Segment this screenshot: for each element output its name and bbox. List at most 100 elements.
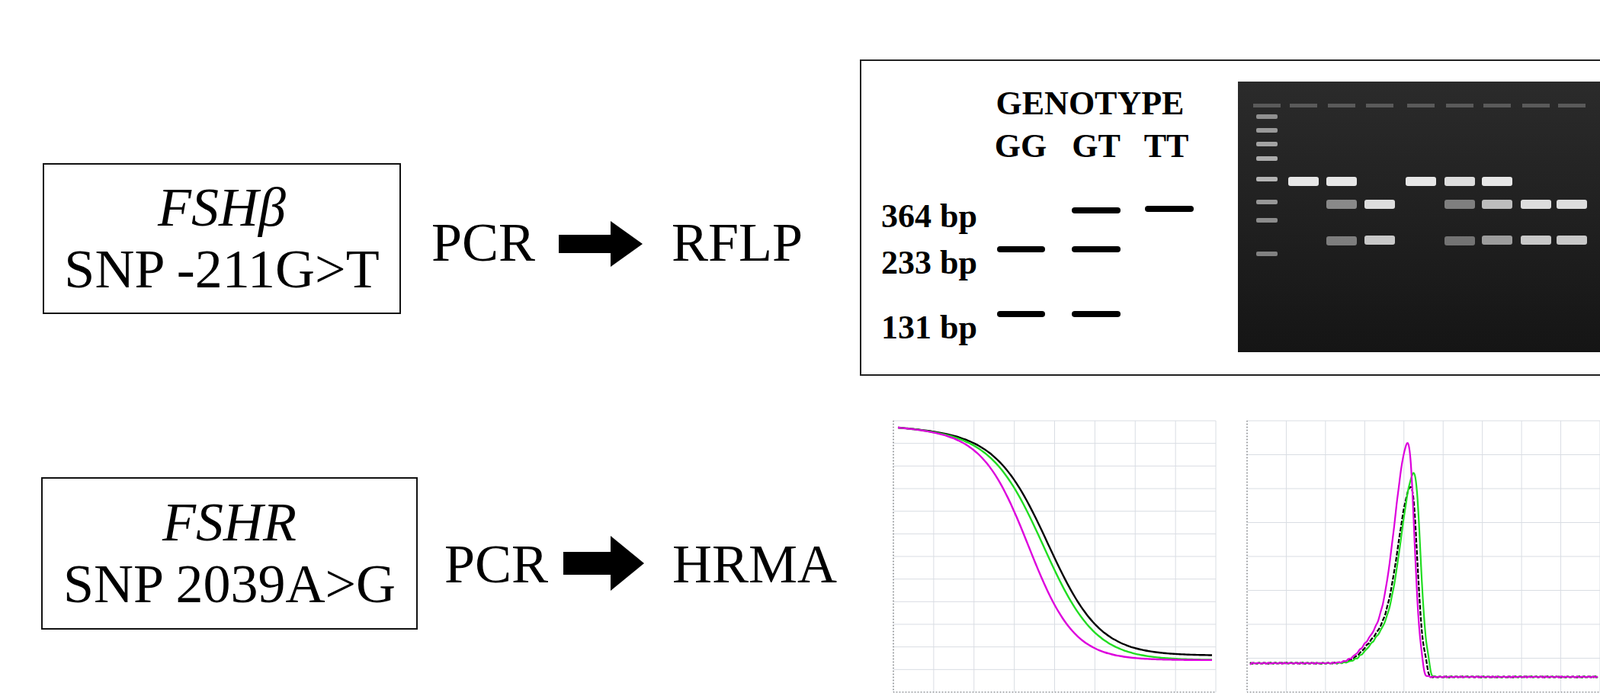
band-dash [1000,311,1043,318]
grid-line [893,510,1216,512]
gel-well [1365,103,1394,108]
grid-line [893,669,1216,671]
arrow-head [610,535,645,591]
analysis-label: HRMA [672,533,837,596]
gel-well [1522,103,1550,108]
gene-name: FSHβ [157,176,286,239]
axis-line [1247,691,1600,693]
ladder-band [1256,141,1278,147]
method-label: PCR [444,533,549,596]
snp-name: SNP 2039A>G [63,553,396,616]
dna-band [1326,176,1357,186]
grid-line [1247,522,1600,523]
grid-line [893,465,1216,467]
gel-well [1407,103,1435,108]
gel-well [1289,103,1318,108]
dna-band [1405,176,1437,186]
arrow-shaft [558,234,614,254]
genotype-label: GG [994,129,1047,164]
melt-peak-curve [1250,487,1598,679]
gel-well [1253,103,1281,108]
melt-peak-curve [1250,472,1598,678]
dna-band [1481,235,1513,245]
dna-band [1481,199,1513,209]
axis-line [892,420,894,693]
grid-line [893,420,1216,422]
arrow-head [610,221,643,267]
band-dash [1147,205,1191,212]
axis-line [1246,420,1248,693]
block-arrow [558,221,643,267]
melt-curve [897,427,1213,656]
gene-box: FSHβSNP -211G>T [42,163,401,315]
gel-image [1237,81,1600,353]
melt-curve [897,427,1213,661]
genotype-label: TT [1144,129,1190,164]
grid-line [1247,420,1600,422]
axis-line [893,691,1216,693]
dna-band [1326,199,1357,209]
gene-name: FSHR [162,491,297,554]
grid-line [893,601,1216,603]
gel-panel: GENOTYPEGGGTTT364 bp233 bp131 bp [859,59,1600,376]
arrow-shaft [563,551,614,575]
dna-band [1481,176,1513,186]
grid-line [893,578,1216,580]
dna-band [1556,235,1588,245]
gene-box: FSHRSNP 2039A>G [41,477,418,630]
ladder-band [1256,114,1278,119]
melt-curve [897,427,1213,660]
snp-name: SNP -211G>T [64,238,379,301]
band-dash [1074,207,1118,214]
band-dash [1074,246,1118,253]
genotype-heading: GENOTYPE [996,86,1185,121]
grid-line [1247,657,1600,659]
dna-band [1556,199,1588,209]
ladder-band [1256,128,1278,133]
gel-well [1483,103,1511,108]
dna-band [1364,199,1395,209]
grid-line [1247,556,1600,558]
ladder-band [1256,156,1278,161]
dna-band [1520,235,1552,245]
fragment-size: 131 bp [881,311,978,345]
gel-well [1327,103,1356,108]
grid-line [1247,692,1600,693]
melt-peak-curve [1250,442,1598,678]
grid-line [1247,624,1600,626]
analysis-label: RFLP [671,211,803,274]
dna-band [1444,176,1475,186]
dna-band [1364,235,1395,245]
gel-well [1446,103,1474,108]
chart-grid [893,420,1216,693]
ladder-band [1256,199,1278,205]
ladder-band [1256,218,1278,223]
grid-line [893,488,1216,490]
fragment-size: 364 bp [881,199,978,234]
melt-charts [893,420,1600,693]
genotype-label: GT [1071,129,1121,164]
dna-band [1444,236,1475,246]
gel-well [1558,103,1586,108]
grid-line [1247,454,1600,456]
grid-line [893,533,1216,535]
gel-background [1237,81,1600,353]
block-arrow [563,535,645,591]
grid-line [1247,488,1600,490]
grid-line [893,442,1216,444]
method-label: PCR [431,211,536,274]
chart-grid [1247,420,1600,693]
grid-line [1247,589,1600,591]
band-dash [1074,311,1118,318]
band-scheme [1000,208,1191,315]
ladder-band [1256,176,1278,182]
grid-line [893,646,1216,648]
band-dash [1000,246,1043,253]
grid-line [893,692,1216,693]
dna-band [1520,199,1552,209]
ladder-band [1256,251,1278,257]
dna-band [1288,176,1319,186]
dna-band [1444,199,1475,209]
grid-line [893,624,1216,626]
